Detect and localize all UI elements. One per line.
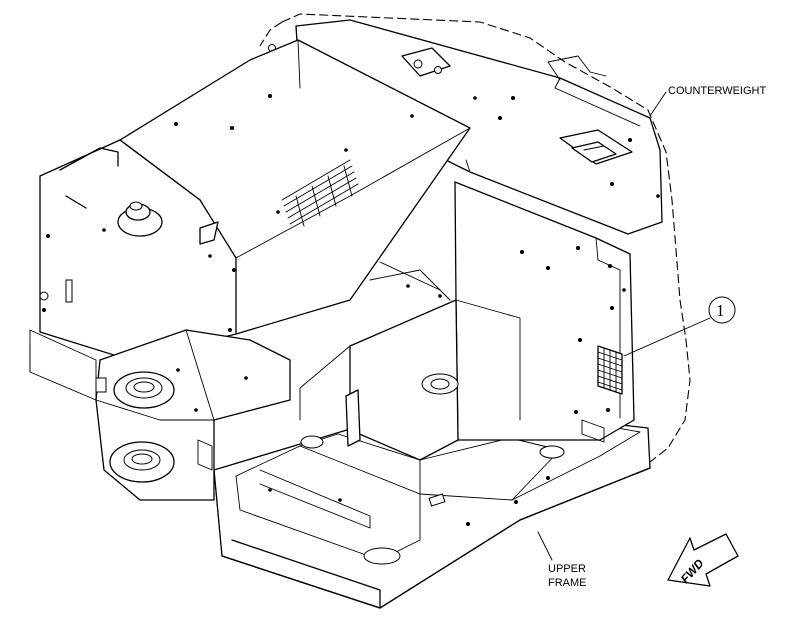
center-floor bbox=[299, 261, 459, 461]
fuel-cap bbox=[117, 201, 163, 237]
radiator-grille bbox=[597, 345, 623, 395]
upper-frame-label-line2: FRAME bbox=[548, 577, 587, 589]
right-side-frame bbox=[454, 181, 635, 443]
callout-1-number: 1 bbox=[716, 301, 725, 320]
engine-enclosure bbox=[39, 39, 471, 361]
counterweight-label: COUNTERWEIGHT bbox=[668, 85, 766, 97]
upper-frame-label-line1: UPPER bbox=[548, 563, 586, 575]
callout-1: 1 bbox=[623, 296, 736, 357]
left-deck-edge bbox=[29, 329, 107, 401]
counterweight-outline bbox=[259, 13, 691, 463]
counterweight-label-group: COUNTERWEIGHT bbox=[649, 85, 766, 117]
engine-vent bbox=[281, 159, 359, 227]
forward-direction-arrow: FWD bbox=[667, 533, 739, 587]
boom-mount bbox=[95, 329, 291, 501]
upper-frame-base bbox=[213, 417, 651, 609]
upper-frame-label-group: UPPER FRAME bbox=[537, 531, 587, 589]
counterweight-body bbox=[268, 19, 663, 235]
